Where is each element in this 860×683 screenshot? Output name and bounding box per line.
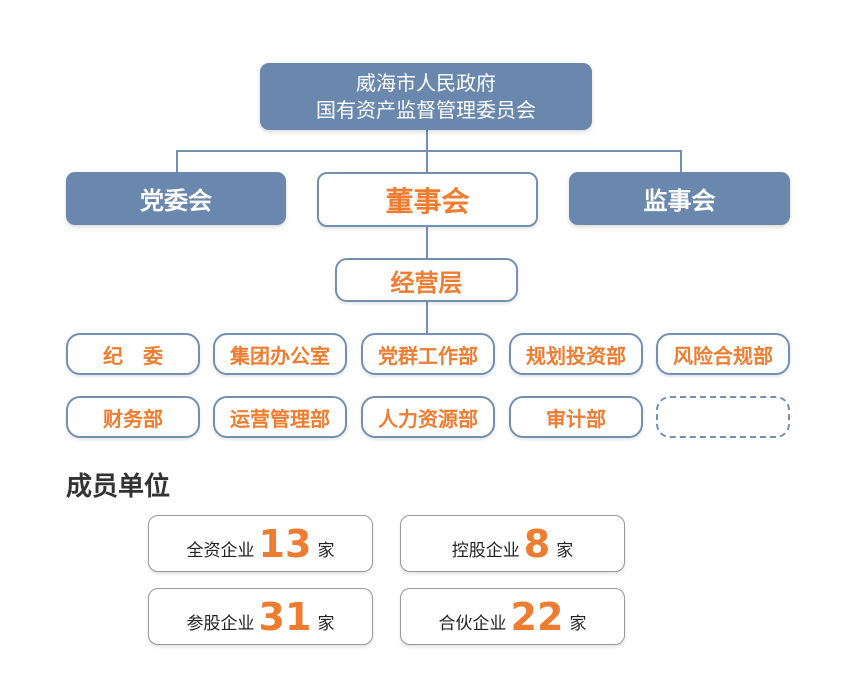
department-node: 人力资源部 bbox=[361, 396, 495, 438]
management-node: 经营层 bbox=[335, 258, 518, 302]
department-node: 审计部 bbox=[509, 396, 643, 438]
party-committee-node: 党委会 bbox=[66, 172, 286, 225]
department-node: 规划投资部 bbox=[509, 333, 643, 375]
connector-board-to-management bbox=[426, 226, 428, 258]
connector-management-to-departments bbox=[426, 301, 428, 334]
board-of-directors-node: 董事会 bbox=[317, 172, 538, 227]
member-label: 合伙企业 bbox=[438, 614, 507, 634]
management-label: 经营层 bbox=[390, 268, 463, 297]
member-label: 参股企业 bbox=[186, 614, 255, 634]
department-node: 运营管理部 bbox=[213, 396, 347, 438]
sasac-node: 威海市人民政府 国有资产监督管理委员会 bbox=[260, 63, 592, 130]
connector-horizontal bbox=[176, 150, 682, 152]
department-node: 集团办公室 bbox=[213, 333, 347, 375]
department-label: 运营管理部 bbox=[230, 406, 330, 431]
member-count: 8 bbox=[523, 522, 551, 566]
connector-top-vertical bbox=[426, 129, 428, 151]
members-section-title: 成员单位 bbox=[66, 472, 171, 502]
member-card-equity-participation: 参股企业 31 家 bbox=[148, 588, 373, 645]
department-label: 财务部 bbox=[103, 406, 163, 431]
department-label: 风险合规部 bbox=[673, 343, 773, 368]
party-committee-label: 党委会 bbox=[140, 187, 212, 215]
member-card-wholly-owned: 全资企业 13 家 bbox=[148, 515, 373, 572]
department-label: 人力资源部 bbox=[378, 406, 478, 431]
member-unit: 家 bbox=[556, 541, 574, 561]
member-card-holding: 控股企业 8 家 bbox=[400, 515, 625, 572]
member-unit: 家 bbox=[317, 614, 335, 634]
member-count: 13 bbox=[258, 522, 312, 566]
member-label: 控股企业 bbox=[451, 541, 520, 561]
connector-left-drop bbox=[176, 150, 178, 172]
department-label: 规划投资部 bbox=[526, 343, 626, 368]
member-count: 31 bbox=[258, 595, 312, 639]
department-node: 风险合规部 bbox=[656, 333, 790, 375]
sasac-line2: 国有资产监督管理委员会 bbox=[316, 97, 536, 122]
member-label: 全资企业 bbox=[186, 541, 255, 561]
supervisory-board-node: 监事会 bbox=[569, 172, 790, 225]
board-of-directors-label: 董事会 bbox=[385, 184, 470, 218]
department-node: 纪 委 bbox=[66, 333, 200, 375]
member-card-partnership: 合伙企业 22 家 bbox=[400, 588, 625, 645]
supervisory-board-label: 监事会 bbox=[643, 187, 716, 215]
connector-right-drop bbox=[680, 150, 682, 172]
department-label: 党群工作部 bbox=[378, 343, 478, 368]
member-count: 22 bbox=[510, 595, 564, 639]
connector-center-drop bbox=[426, 150, 428, 172]
member-unit: 家 bbox=[569, 614, 587, 634]
department-label: 纪 委 bbox=[103, 343, 163, 368]
department-label: 审计部 bbox=[546, 406, 606, 431]
sasac-line1: 威海市人民政府 bbox=[356, 70, 496, 95]
department-node: 党群工作部 bbox=[361, 333, 495, 375]
empty-department-placeholder bbox=[656, 396, 790, 438]
member-unit: 家 bbox=[317, 541, 335, 561]
department-node: 财务部 bbox=[66, 396, 200, 438]
department-label: 集团办公室 bbox=[230, 343, 330, 368]
